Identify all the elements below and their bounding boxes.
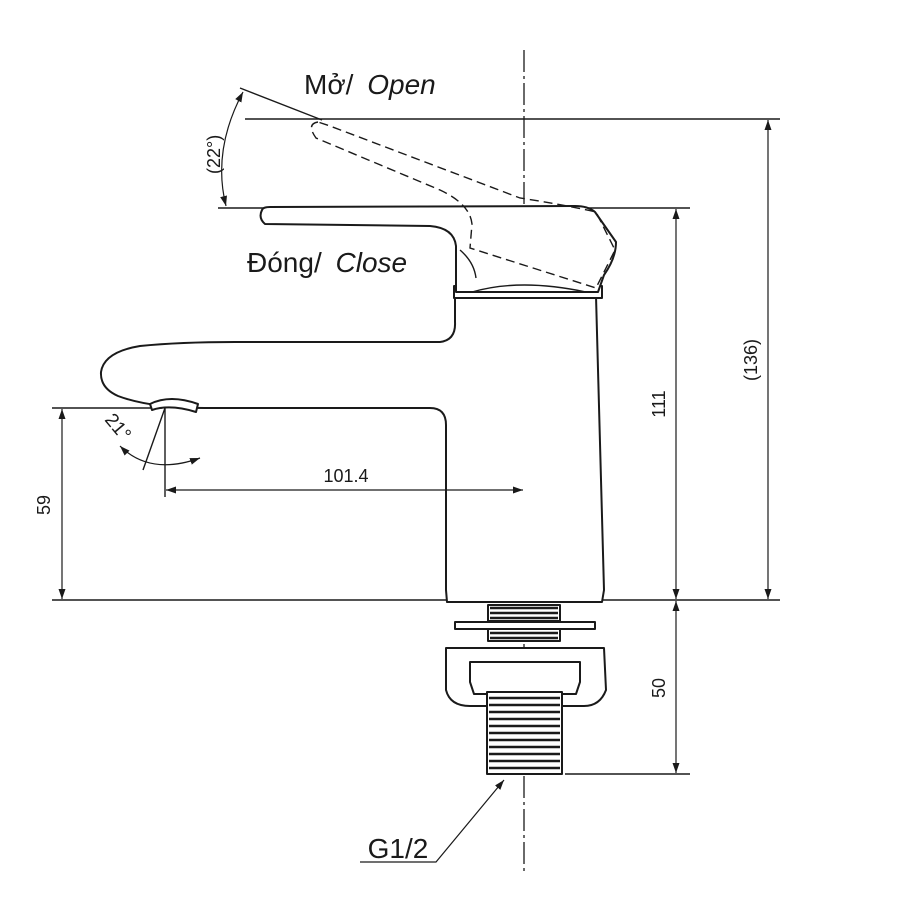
label-close: Đóng/ Close [247,247,407,278]
top-threads [490,606,558,640]
lever-dome [471,284,587,293]
label-angle-spout: 21° [100,410,135,446]
labels: Mở/ Open Đóng/ Close (22°) 21° 101.4 59 … [34,69,761,864]
spout-aerator [149,398,199,413]
thread-leader-line [360,779,505,863]
shank-threads [489,696,560,770]
lever-joint [459,249,477,279]
mounting-bracket [445,647,607,707]
angle-21-arc [119,445,201,466]
label-open-vi: Mở/ [304,69,354,100]
faucet-body [99,205,617,603]
label-thread-size: G1/2 [368,833,429,864]
label-total-height: (136) [741,339,761,381]
angle-22-ray [239,87,323,121]
label-close-vi: Đóng/ [247,247,322,278]
angle-21-ray [142,407,166,471]
washer [454,621,596,630]
lever-closed [259,205,617,293]
label-open-en: Open [367,69,436,100]
mounting-hardware [445,604,607,775]
angle-22-arc [220,91,244,207]
label-shank-length: 50 [649,678,669,698]
label-close-en: Close [336,247,408,278]
label-spout-reach: 101.4 [323,466,368,486]
label-spout-height: 59 [34,495,54,515]
label-open: Mở/ Open [304,69,436,100]
label-body-height: 111 [649,390,669,417]
lever-open-dashed [310,121,616,289]
label-angle-open: (22°) [204,135,224,174]
spout-and-body [99,295,605,603]
dimension-lines [58,87,772,863]
